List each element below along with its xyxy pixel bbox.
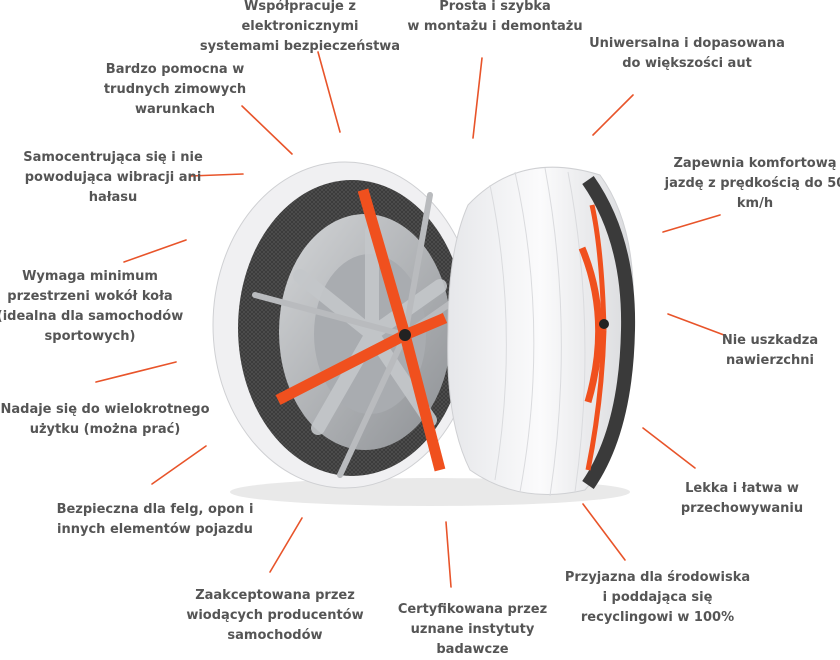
feature-easy-mounting: Prosta i szybka w montażu i demontażu	[407, 0, 583, 34]
feature-eco-recyclable: Przyjazna dla środowiska i poddająca się…	[564, 570, 751, 625]
feature-comfort-speed: Zapewnia komfortową jazdę z prędkością d…	[664, 156, 840, 211]
feature-rim-safe: Bezpieczna dla felg, opon i innych eleme…	[56, 502, 254, 537]
feature-no-road-damage: Nie uszkadza nawierzchni	[721, 333, 819, 368]
leader-lines	[95, 51, 725, 588]
feature-winter-conditions: Bardzo pomocna w trudnych zimowych warun…	[103, 62, 247, 117]
feature-self-centering: Samocentrująca się i nie powodująca wibr…	[23, 150, 203, 205]
feature-manufacturer-approved: Zaakceptowana przez wiodących producentó…	[186, 588, 364, 643]
feature-electronic-safety-systems: Współpracuje z elektronicznymi systemami…	[199, 0, 401, 54]
feature-certified: Certyfikowana przez uznane instytuty bad…	[397, 602, 548, 657]
rear-wheel-sock	[447, 166, 636, 497]
feature-universal-fit: Uniwersalna i dopasowana do większości a…	[589, 36, 785, 71]
feature-reusable: Nadaje się do wielokrotnego użytku (możn…	[0, 402, 210, 437]
front-wheel-sock	[212, 161, 478, 489]
feature-minimal-space: Wymaga minimum przestrzeni wokół koła (i…	[0, 269, 184, 344]
feature-light-storage: Lekka i łatwa w przechowywaniu	[680, 481, 804, 516]
